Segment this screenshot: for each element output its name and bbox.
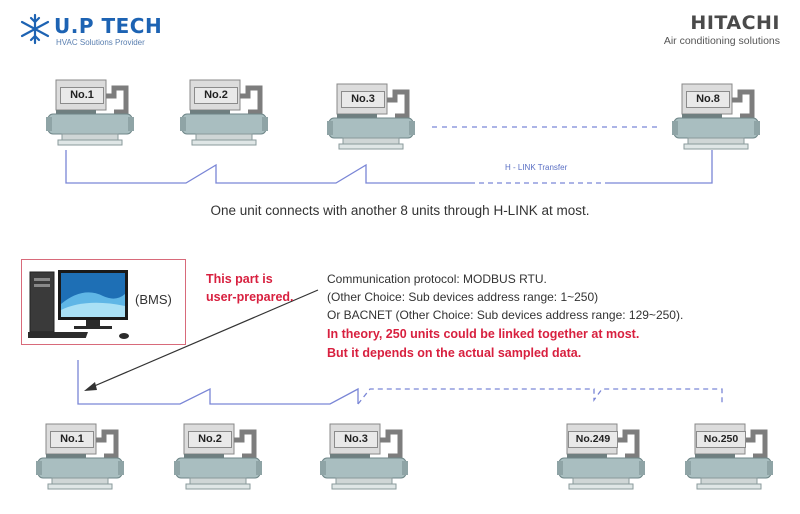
- chiller-unit: No.2: [178, 74, 278, 152]
- top-caption: One unit connects with another 8 units t…: [210, 203, 590, 218]
- chiller-icon: [672, 83, 760, 150]
- up-tech-logo: U.P TECH HVAC Solutions Provider: [18, 8, 168, 50]
- chiller-unit: No.3: [325, 78, 425, 156]
- chiller-icon: [685, 423, 773, 490]
- chiller-unit: No.8: [670, 78, 770, 156]
- unit-label: No.8: [686, 91, 730, 108]
- protocol-line3: Or BACNET (Other Choice: Sub devices add…: [327, 308, 684, 322]
- user-note-line2: user-prepared.: [206, 290, 294, 304]
- top-hlink-line: [65, 126, 713, 184]
- chiller-unit: No.2: [172, 418, 272, 496]
- theory-text: In theory, 250 units could be linked tog…: [327, 325, 639, 363]
- unit-label: No.2: [188, 431, 232, 448]
- bottom-network-line: [77, 360, 723, 405]
- chiller-icon: [174, 423, 262, 490]
- brand-left-tagline: HVAC Solutions Provider: [56, 38, 145, 47]
- computer-icon: [28, 270, 129, 339]
- unit-label: No.250: [696, 431, 746, 448]
- brand-right-name: HITACHI: [690, 12, 780, 34]
- bms-box: [21, 259, 186, 345]
- unit-label: No.1: [60, 87, 104, 104]
- protocol-line2: (Other Choice: Sub devices address range…: [327, 290, 599, 304]
- chiller-icon: [36, 423, 124, 490]
- chiller-icon: [327, 83, 415, 150]
- brand-left-name: U.P TECH: [54, 14, 163, 38]
- chiller-icon: [46, 79, 134, 146]
- protocol-line1: Communication protocol: MODBUS RTU.: [327, 272, 547, 286]
- chiller-unit: No.1: [34, 418, 134, 496]
- unit-label: No.249: [568, 431, 618, 448]
- brand-right-tagline: Air conditioning solutions: [663, 35, 780, 47]
- bms-label: (BMS): [135, 292, 172, 307]
- chiller-icon: [320, 423, 408, 490]
- protocol-text: Communication protocol: MODBUS RTU. (Oth…: [327, 270, 683, 324]
- snowflake-icon: [20, 13, 50, 45]
- user-prepared-note: This part is user-prepared.: [206, 270, 294, 306]
- unit-label: No.1: [50, 431, 94, 448]
- unit-label: No.3: [334, 431, 378, 448]
- chiller-icon: [180, 79, 268, 146]
- chiller-unit: No.3: [318, 418, 418, 496]
- unit-label: No.3: [341, 91, 385, 108]
- theory-line1: In theory, 250 units could be linked tog…: [327, 327, 640, 341]
- protocol-arrow: [84, 289, 319, 391]
- chiller-unit: No.250: [683, 418, 783, 496]
- chiller-icon: [557, 423, 645, 490]
- chiller-unit: No.1: [44, 74, 144, 152]
- unit-label: No.2: [194, 87, 238, 104]
- theory-line2: But it depends on the actual sampled dat…: [327, 346, 582, 360]
- chiller-unit: No.249: [555, 418, 655, 496]
- hlink-transfer-label: H - LINK Transfer: [505, 163, 568, 172]
- hitachi-logo: HITACHI Air conditioning solutions: [664, 12, 780, 47]
- user-note-line1: This part is: [206, 272, 273, 286]
